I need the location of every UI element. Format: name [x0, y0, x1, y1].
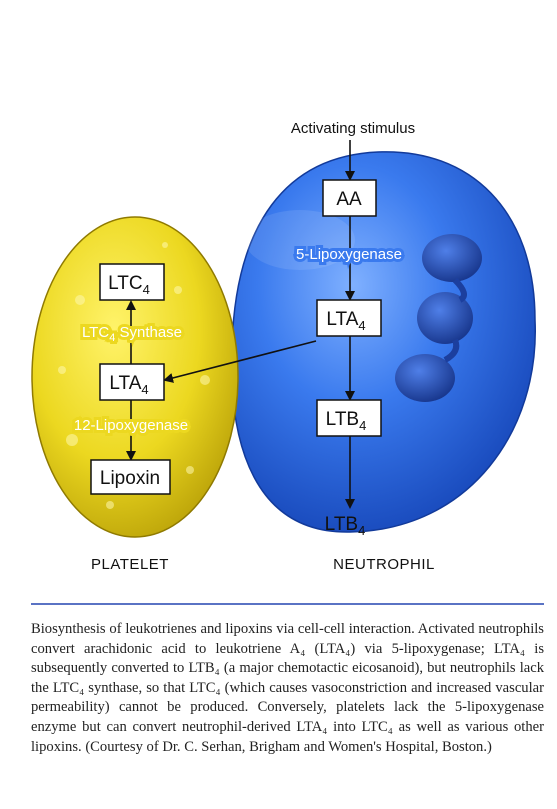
twelve-lipoxygenase-label: 12-Lipoxygenase	[74, 417, 188, 434]
neutrophil-nucleus	[395, 234, 482, 402]
ltb4-box: LTB4	[316, 399, 382, 437]
neutrophil-lta4-box: LTA4	[316, 299, 382, 337]
ltc4-box: LTC4	[99, 263, 165, 301]
caption-rule	[31, 603, 544, 605]
aa-label: AA	[336, 189, 362, 210]
platelet-name: PLATELET	[91, 556, 169, 573]
neutrophil-cell	[230, 151, 536, 533]
lipoxin-box: Lipoxin	[90, 459, 171, 495]
figure-caption: Biosynthesis of leukotrienes and lipoxin…	[31, 621, 544, 755]
aa-box: AA	[322, 179, 377, 217]
neutrophil-to-platelet-arrow	[163, 340, 317, 383]
stimulus-label: Activating stimulus	[291, 120, 415, 137]
ltc4-synthase-label: LTC4 Synthase	[82, 324, 182, 344]
platelet-lta4-label: LTA4	[109, 373, 148, 397]
five-lipoxygenase-label: 5-Lipoxygenase	[296, 246, 402, 263]
ltc4-label: LTC4	[108, 273, 150, 297]
ltb4-output-label: LTB4	[325, 514, 366, 538]
neutrophil-lta4-label: LTA4	[326, 309, 365, 333]
pathway-diagram: Activating stimulus AA 5-Lipoxygenase LT…	[31, 120, 536, 573]
ltb4-label: LTB4	[326, 409, 367, 433]
neutrophil-name: NEUTROPHIL	[333, 556, 435, 573]
platelet-lta4-box: LTA4	[99, 363, 165, 401]
lipoxin-label: Lipoxin	[100, 468, 160, 489]
